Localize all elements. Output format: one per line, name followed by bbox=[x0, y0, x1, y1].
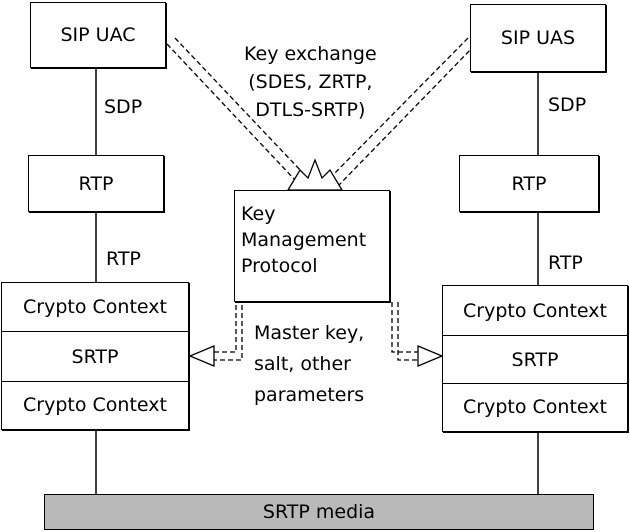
key-management-protocol-box: Key Management Protocol bbox=[234, 190, 390, 302]
crypto-context-top-left: Crypto Context bbox=[2, 283, 188, 332]
rtp-box-left-label: RTP bbox=[78, 172, 114, 195]
key-exchange-arrowhead bbox=[286, 158, 344, 191]
crypto-context-top-right-text: Crypto Context bbox=[463, 299, 607, 322]
rtp-box-left: RTP bbox=[28, 155, 164, 212]
srtp-right-text: SRTP bbox=[511, 348, 559, 371]
rtp-label-right: RTP bbox=[548, 252, 583, 274]
sip-uac-box: SIP UAC bbox=[30, 2, 166, 68]
sip-uas-label: SIP UAS bbox=[500, 27, 576, 49]
key-exchange-label: Key exchange (SDES, ZRTP, DTLS-SRTP) bbox=[244, 43, 377, 121]
key-exchange-arrow-left bbox=[166, 37, 303, 181]
crypto-context-bottom-right: Crypto Context bbox=[443, 384, 627, 430]
master-key-label: Master key, salt, other parameters bbox=[254, 322, 365, 406]
srtp-right: SRTP bbox=[443, 336, 627, 384]
srtp-left-text: SRTP bbox=[71, 345, 119, 368]
key-exchange-arrow-right bbox=[329, 37, 476, 187]
rtp-label-left: RTP bbox=[106, 248, 141, 270]
crypto-context-bottom-left-text: Crypto Context bbox=[23, 394, 167, 416]
key-management-protocol-label: Key Management Protocol bbox=[241, 203, 367, 277]
sip-uas-box: SIP UAS bbox=[470, 4, 606, 72]
sip-uac-label: SIP UAC bbox=[60, 24, 136, 46]
crypto-context-top-left-text: Crypto Context bbox=[23, 296, 167, 318]
srtp-media-bar: SRTP media bbox=[44, 494, 594, 530]
rtp-box-right: RTP bbox=[459, 155, 599, 212]
crypto-context-bottom-right-text: Crypto Context bbox=[463, 396, 607, 418]
sdp-label-right: SDP bbox=[548, 94, 587, 116]
crypto-stack-left: Crypto Context SRTP Crypto Context bbox=[1, 282, 189, 430]
srtp-media-label: SRTP media bbox=[262, 501, 376, 523]
crypto-context-top-right: Crypto Context bbox=[443, 286, 627, 336]
master-key-arrow-right bbox=[391, 302, 444, 367]
crypto-stack-right: Crypto Context SRTP Crypto Context bbox=[442, 285, 628, 432]
crypto-context-bottom-left: Crypto Context bbox=[2, 382, 188, 428]
rtp-box-right-label: RTP bbox=[511, 172, 547, 195]
sdp-label-left: SDP bbox=[104, 96, 143, 118]
srtp-left: SRTP bbox=[2, 332, 188, 382]
master-key-arrow-left bbox=[188, 305, 243, 367]
